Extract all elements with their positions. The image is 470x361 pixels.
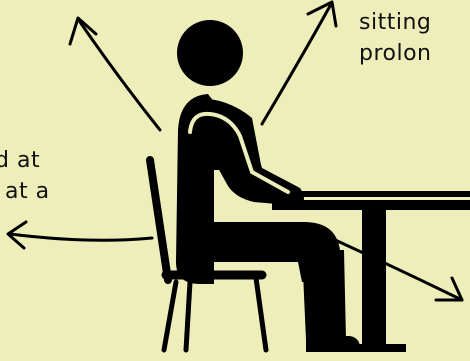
caption-top-right-line-2: prolon <box>359 38 432 69</box>
head <box>177 20 243 86</box>
caption-top-right: sitting prolon <box>359 7 432 69</box>
desk-top-edge <box>300 191 470 197</box>
arrow-up-left <box>70 18 160 130</box>
lower-leg <box>302 250 346 340</box>
caption-left-line-1: d at <box>0 145 50 176</box>
chair-middle-leg <box>186 282 190 350</box>
chair-back <box>150 160 168 280</box>
chair-front-leg <box>256 278 266 350</box>
arrow-left <box>8 222 152 248</box>
person-figure <box>176 20 360 352</box>
desk-pedestal <box>362 210 386 346</box>
arrow-up-right <box>262 2 336 124</box>
caption-left-line-2: at a <box>0 176 50 207</box>
caption-top-right-line-1: sitting <box>359 7 432 38</box>
caption-left: d at at a <box>0 145 50 207</box>
chair-back-leg <box>164 282 176 350</box>
foot <box>306 336 360 352</box>
